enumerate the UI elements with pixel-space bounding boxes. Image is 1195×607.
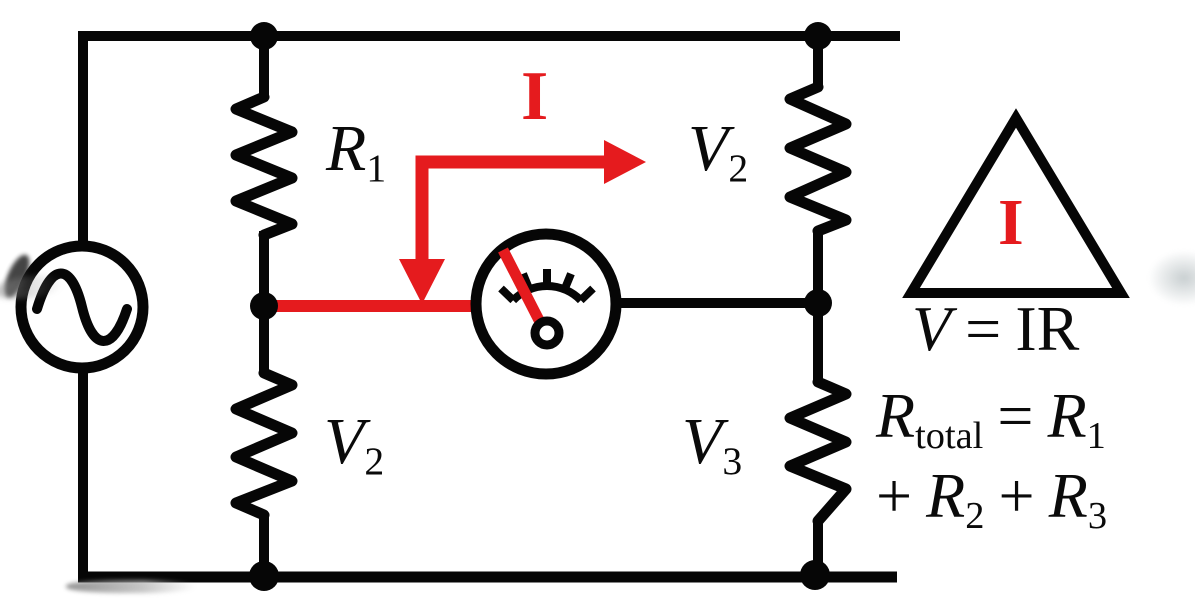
junction-dot [804, 289, 832, 317]
junction-dot [249, 561, 279, 591]
label-v3: V3 [682, 405, 743, 484]
junction-dot [800, 560, 830, 590]
meter-needle [498, 247, 548, 331]
label-v2-bottom: V2 [324, 405, 385, 484]
top-left-wire [78, 31, 900, 577]
galvanometer-icon [470, 228, 622, 380]
label-v2-top: V2 [688, 112, 749, 191]
ohms-law-formula: V=IR [912, 293, 1080, 364]
ohms-law-triangle-icon [902, 108, 1130, 298]
resistor-left-bottom-icon [230, 367, 298, 521]
junction-dot [804, 22, 832, 50]
series-resistance-formula-line1: Rtotal=R1 [876, 380, 1106, 457]
resistor-right-top-icon [784, 81, 852, 237]
resistor-right-bottom-icon [784, 376, 852, 527]
junction-dot [250, 292, 278, 320]
series-resistance-formula-line2: +R2+R3 [876, 460, 1108, 537]
ac-source-icon [15, 240, 149, 374]
current-direction-arrow [399, 140, 646, 304]
resistor-r1-icon [230, 91, 298, 241]
label-current-i: I [521, 58, 549, 135]
triangle-current-symbol: I [998, 186, 1024, 259]
junction-dot [250, 22, 278, 50]
label-r1: R1 [326, 112, 387, 191]
